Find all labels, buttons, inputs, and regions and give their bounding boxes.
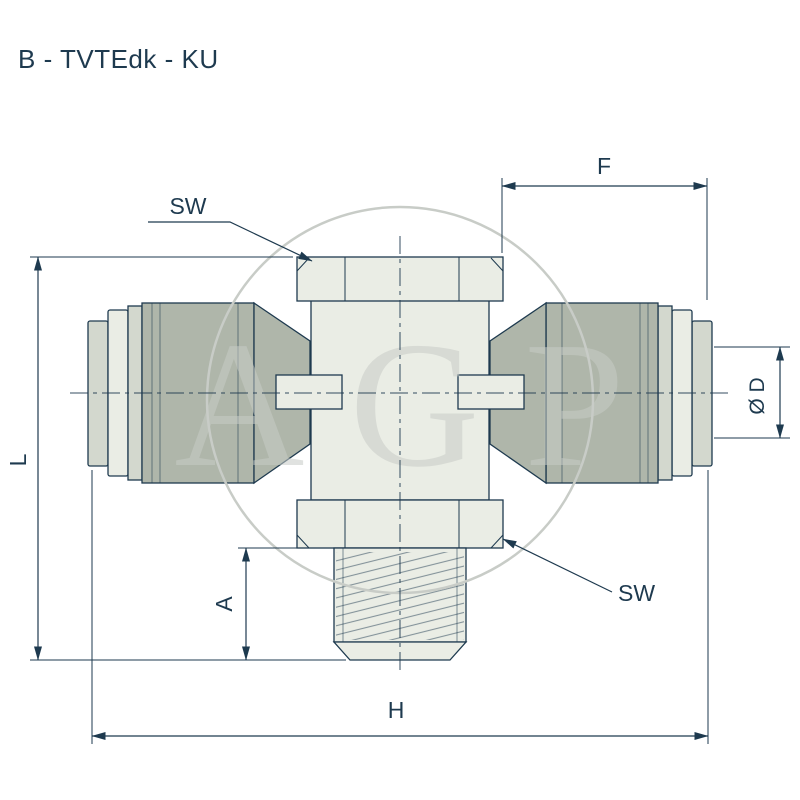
dimension-label-f: F	[597, 153, 611, 179]
page-title: B - TVTEdk - KU	[18, 44, 219, 74]
dimension-h: H	[91, 470, 709, 744]
leader-sw-top: SW	[148, 193, 313, 262]
dimension-diameter-d: Ø D	[714, 346, 790, 439]
leader-sw-bottom: SW	[502, 538, 655, 606]
dimension-l: L	[5, 256, 346, 661]
dimension-a: A	[211, 547, 300, 661]
bottom-hex-chamfer-right	[490, 534, 504, 549]
bottom-hex-chamfer-left	[296, 534, 310, 549]
label-sw-bottom: SW	[618, 580, 655, 606]
dimension-label-l: L	[5, 453, 31, 466]
watermark-text: AGP	[174, 305, 669, 504]
label-sw-top: SW	[169, 193, 206, 219]
dimension-label-h: H	[388, 697, 405, 723]
stud-tip-chamfer	[332, 641, 468, 661]
leader-line-sw-top	[148, 221, 313, 262]
leader-line-sw-bottom	[502, 538, 613, 593]
dimension-f: F	[501, 153, 708, 300]
dimension-label-a: A	[211, 596, 237, 612]
dimension-label-diameter-d: Ø D	[746, 377, 769, 414]
top-hex-chamfer-right	[490, 257, 504, 272]
